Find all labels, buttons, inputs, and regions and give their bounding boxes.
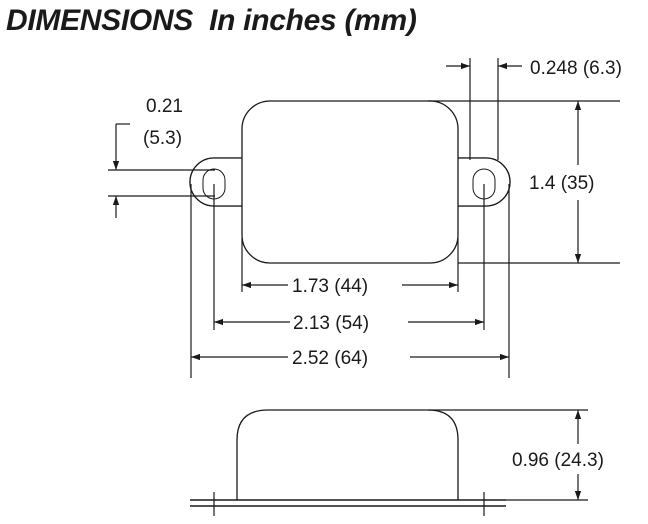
dimension-hole-spacing: 2.13 (54): [213, 184, 485, 334]
top-view: 0.248 (6.3) 0.21 (5.3) 1.4 (35) 1.73: [108, 58, 622, 378]
hole-offset-mm-label: (5.3): [143, 128, 182, 149]
hole-spacing-label: 2.13 (54): [293, 313, 369, 334]
housing-side-profile: [236, 409, 459, 500]
page-title: DIMENSIONS In inches (mm): [6, 4, 417, 37]
tab-width-label: 0.248 (6.3): [530, 58, 622, 79]
side-view: 0.96 (24.3): [190, 409, 604, 516]
housing-body: [241, 100, 459, 264]
hole-offset-inch-label: 0.21: [146, 96, 183, 117]
dimension-tab-width: 0.248 (6.3): [446, 58, 622, 160]
overall-width-label: 2.52 (64): [292, 348, 368, 369]
dimension-overall-width: 2.52 (64): [190, 184, 510, 378]
side-height-label: 0.96 (24.3): [512, 450, 604, 471]
dimension-body-width: 1.73 (44): [241, 238, 459, 297]
dimension-side-height: 0.96 (24.3): [428, 409, 604, 501]
height-label: 1.4 (35): [529, 173, 594, 194]
dimension-hole-offset: 0.21 (5.3): [108, 96, 215, 218]
body-width-label: 1.73 (44): [292, 276, 368, 297]
dimension-height: 1.4 (35): [428, 100, 620, 264]
